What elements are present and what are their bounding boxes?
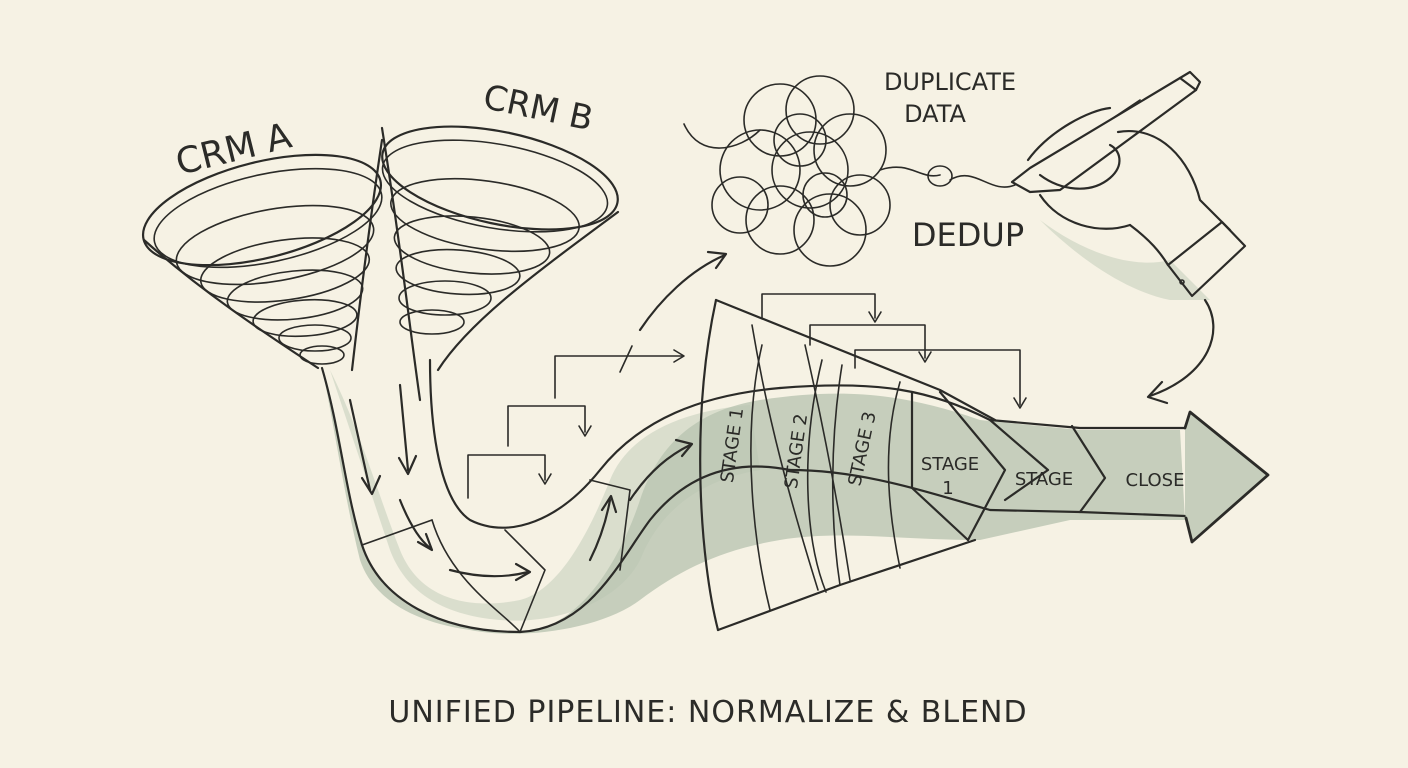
stage-1-box-label-line1: STAGE — [921, 454, 979, 475]
caption: UNIFIED PIPELINE: NORMALIZE & BLEND — [388, 695, 1027, 730]
river-outline — [320, 358, 1187, 634]
close-arrowhead — [1183, 410, 1270, 544]
tangled-scribble-icon — [683, 75, 1016, 267]
stage-1-box-label-line2: 1 — [942, 478, 953, 499]
duplicate-data-label-line2: DATA — [904, 100, 966, 128]
step-connectors-left — [467, 349, 685, 499]
stage-box-label: STAGE — [1015, 469, 1073, 490]
crm-a-label: CRM A — [172, 115, 296, 183]
crm-b-funnel-icon — [380, 125, 620, 402]
step-connectors-top — [761, 293, 1027, 409]
close-label: CLOSE — [1126, 470, 1185, 491]
hand-with-pen-icon — [1010, 70, 1247, 300]
dedup-arrow — [619, 250, 728, 373]
stage-cone-icon — [699, 298, 1107, 632]
duplicate-data-label-line1: DUPLICATE — [884, 68, 1016, 96]
hand-to-pipeline-arrow — [1146, 298, 1215, 405]
crm-a-funnel-icon — [141, 138, 384, 372]
dedup-label: DEDUP — [912, 216, 1024, 254]
river-flow-arrows — [348, 383, 694, 582]
